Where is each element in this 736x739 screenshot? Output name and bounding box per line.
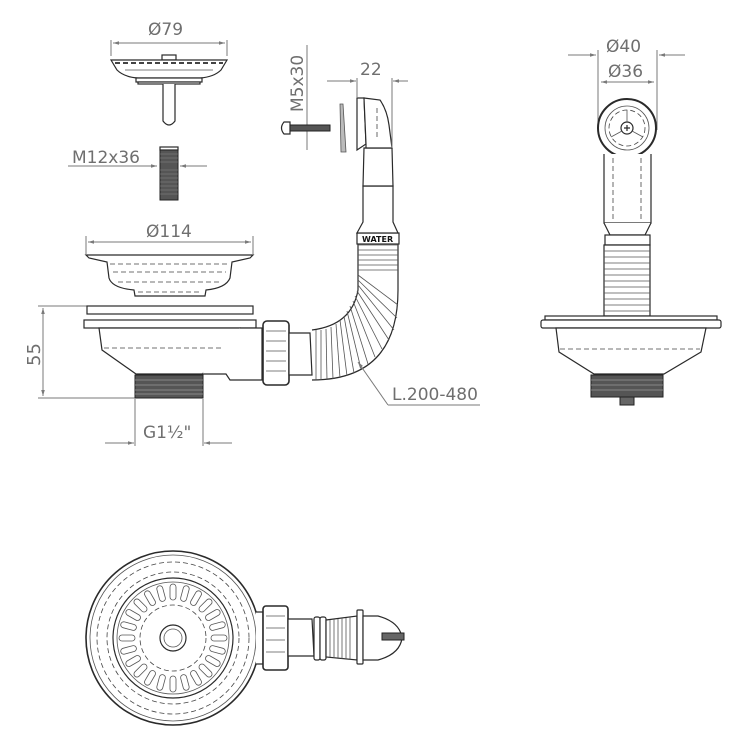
thread-size-label: G1½" [143,423,191,443]
strainer-plug-view: Ø79 [109,20,229,126]
body-height-label: 55 [24,343,45,366]
hose-marking-label: WATER [362,235,393,244]
screw-size-label: M12x36 [72,148,140,168]
overflow-screw-label: M5x30 [288,55,308,112]
side-section-view: 55 G1½" [24,147,480,446]
strainer-basket-view: Ø114 [84,222,255,297]
overflow-inner-diameter-label: Ø36 [608,62,643,82]
overflow-depth-label: 22 [360,60,382,80]
screw-view: M12x36 [68,146,207,201]
overflow-head-view: M5x30 22 [280,45,408,153]
overflow-outer-diameter-label: Ø40 [606,37,641,57]
plug-diameter-label: Ø79 [148,20,183,40]
front-view: Ø40 Ø36 [540,37,722,406]
hose-length-label: L.200-480 [392,385,478,405]
top-view [85,550,405,726]
basket-diameter-label: Ø114 [146,222,192,242]
